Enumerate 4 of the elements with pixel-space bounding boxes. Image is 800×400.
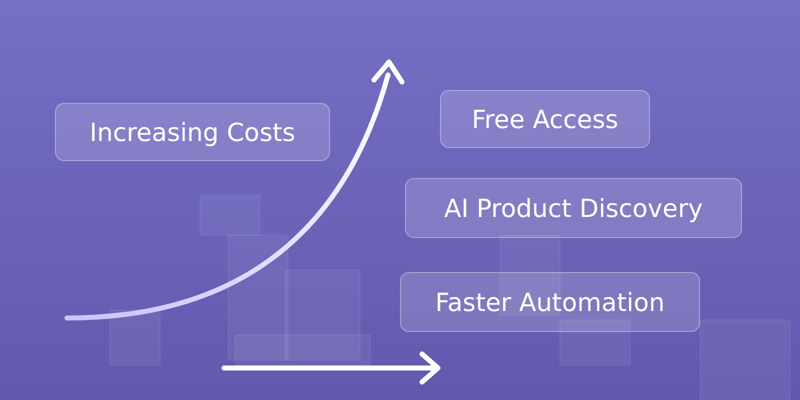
text-pill: AI Product Discovery (405, 178, 742, 238)
text-pill: Free Access (440, 90, 650, 148)
text-pill: Increasing Costs (55, 103, 330, 161)
text-pill: Faster Automation (400, 272, 700, 332)
